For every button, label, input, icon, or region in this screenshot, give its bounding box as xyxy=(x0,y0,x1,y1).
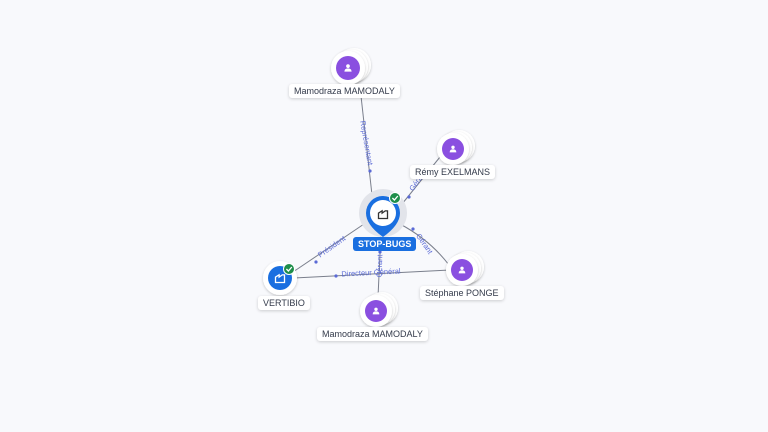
edge-label: Gérant xyxy=(375,253,385,277)
node-label-stop_bugs[interactable]: STOP-BUGS xyxy=(353,237,417,251)
node-remy[interactable] xyxy=(437,130,475,165)
person-icon xyxy=(344,64,352,72)
verified-check-icon xyxy=(389,192,401,204)
edge-stephane-vertibio: Directeur Général xyxy=(293,266,451,279)
person-icon xyxy=(458,266,466,274)
node-label-mamodraza_top[interactable]: Mamodraza MAMODALY xyxy=(289,84,400,98)
edge-arrow-icon xyxy=(368,169,372,173)
node-mamodraza_bottom[interactable] xyxy=(360,292,398,327)
edge-arrow-icon xyxy=(314,260,318,264)
edge-arrow-icon xyxy=(411,227,415,231)
person-icon xyxy=(449,145,457,153)
edge-arrow-icon xyxy=(334,274,338,278)
edge-label: Gérant xyxy=(414,232,435,257)
node-stop_bugs[interactable] xyxy=(359,189,407,237)
node-label-remy[interactable]: Rémy EXELMANS xyxy=(410,165,496,179)
verified-check-icon xyxy=(283,263,295,275)
edge-arrow-icon xyxy=(407,195,411,199)
building-icon xyxy=(274,273,286,284)
person-icon xyxy=(372,307,380,315)
node-label-vertibio[interactable]: VERTIBIO xyxy=(258,296,310,310)
edge-label: Représentant xyxy=(358,120,375,167)
edge-label: Directeur Général xyxy=(341,266,401,278)
edge-mamodraza_top-stop_bugs: Représentant xyxy=(358,95,375,196)
node-vertibio[interactable] xyxy=(263,261,297,295)
edge-label: Président xyxy=(316,233,348,259)
node-stephane[interactable] xyxy=(446,251,484,286)
building-icon xyxy=(377,209,389,220)
edge-arrow-icon xyxy=(378,250,382,254)
node-label-mamodraza_bottom[interactable]: Mamodraza MAMODALY xyxy=(317,327,428,341)
node-mamodraza_top[interactable] xyxy=(331,48,371,85)
node-label-stephane[interactable]: Stéphane PONGE xyxy=(420,286,504,300)
